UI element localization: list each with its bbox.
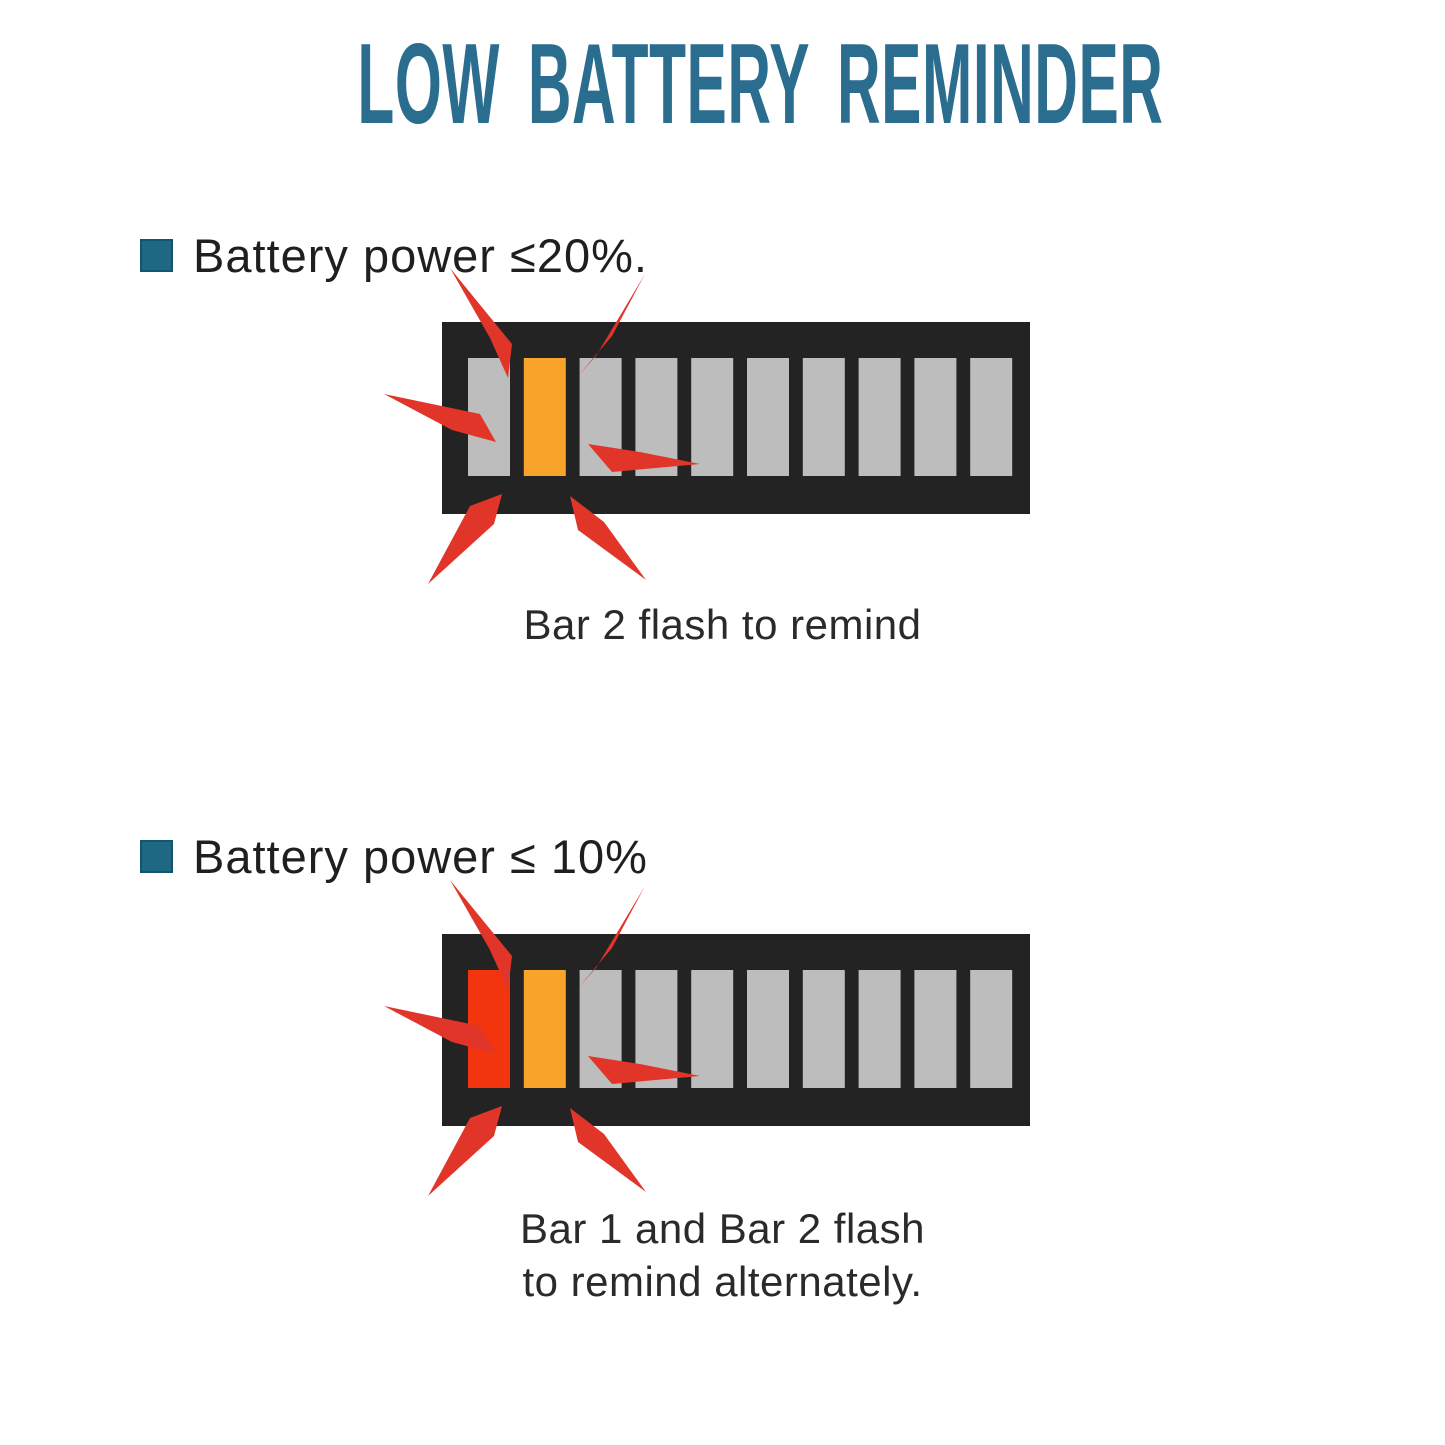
flash-arrow-icon xyxy=(570,496,646,580)
battery-bar-7-gray xyxy=(802,358,845,476)
bullet-square-icon xyxy=(140,239,173,272)
flash-arrow-icon xyxy=(588,1056,700,1084)
battery-bar-5-gray xyxy=(691,358,734,476)
section1-heading: Battery power ≤20%. xyxy=(193,229,648,282)
battery-indicator-10pct xyxy=(384,880,1030,1196)
battery-bar-2-orange xyxy=(523,358,566,476)
section1-caption: Bar 2 flash to remind xyxy=(0,598,1445,651)
battery-figure-1 xyxy=(340,266,1080,596)
page-title-wrap: LOW BATTERY REMINDER xyxy=(0,28,1445,142)
battery-bar-9-gray xyxy=(914,970,957,1088)
flash-arrow-icon xyxy=(450,880,512,990)
battery-bar-8-gray xyxy=(858,358,901,476)
battery-figure-2 xyxy=(340,878,1080,1208)
battery-bar-8-gray xyxy=(858,970,901,1088)
flash-arrow-icon xyxy=(450,268,512,378)
battery-bar-10-gray xyxy=(970,970,1013,1088)
battery-bar-9-gray xyxy=(914,358,957,476)
battery-bar-10-gray xyxy=(970,358,1013,476)
battery-bar-5-gray xyxy=(691,970,734,1088)
battery-bar-2-orange xyxy=(523,970,566,1088)
battery-bar-6-gray xyxy=(747,970,789,1088)
section2-heading: Battery power ≤ 10% xyxy=(193,830,648,883)
flash-arrow-icon xyxy=(384,1006,496,1054)
battery-indicator-20pct xyxy=(384,268,1030,584)
section1-heading-row: Battery power ≤20%. xyxy=(140,228,648,283)
flash-arrow-icon xyxy=(570,1108,646,1192)
flash-arrow-icon xyxy=(428,494,502,584)
section2-heading-row: Battery power ≤ 10% xyxy=(140,829,648,884)
caption-line: to remind alternately. xyxy=(522,1258,923,1305)
flash-arrow-icon xyxy=(428,1106,502,1196)
bullet-square-icon xyxy=(140,840,173,873)
flash-arrow-icon xyxy=(588,444,700,472)
flash-arrow-icon xyxy=(384,394,496,442)
section2-caption: Bar 1 and Bar 2 flash to remind alternate… xyxy=(0,1202,1445,1308)
battery-bar-7-gray xyxy=(802,970,845,1088)
caption-line: Bar 2 flash to remind xyxy=(523,601,922,648)
page-title: LOW BATTERY REMINDER xyxy=(357,21,1164,148)
battery-bar-6-gray xyxy=(747,358,789,476)
caption-line: Bar 1 and Bar 2 flash xyxy=(519,1205,926,1252)
